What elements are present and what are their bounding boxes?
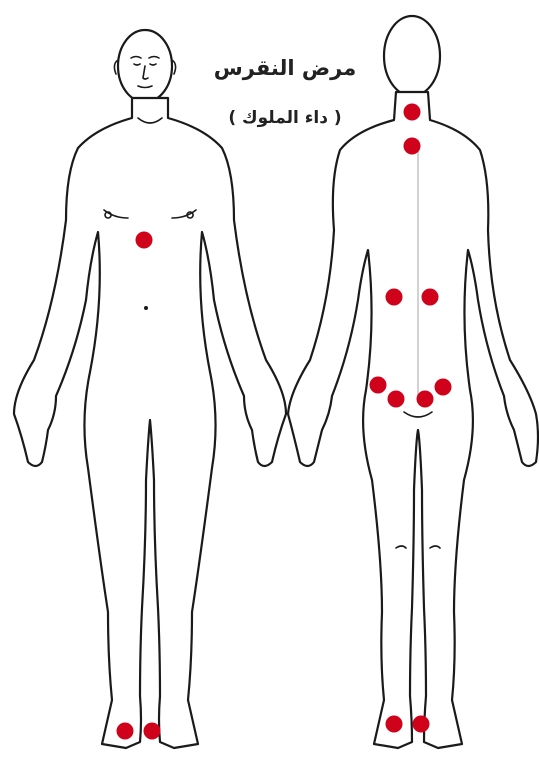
front-body-figure <box>14 30 286 748</box>
marker-lower-back-left <box>386 289 403 306</box>
marker-hip-outer-right <box>435 379 452 396</box>
diagram-subtitle: ( داء الملوك ) <box>200 108 370 128</box>
marker-lower-back-right <box>422 289 439 306</box>
marker-chest <box>136 232 153 249</box>
marker-front-right-ankle <box>117 723 134 740</box>
front-body-outline <box>14 98 286 748</box>
marker-hip-inner-left <box>388 391 405 408</box>
back-body-outline <box>288 92 538 748</box>
marker-hip-inner-right <box>417 391 434 408</box>
back-head <box>384 16 440 96</box>
marker-lower-neck <box>404 138 421 155</box>
marker-hip-outer-left <box>370 377 387 394</box>
marker-back-left-heel <box>386 716 403 733</box>
marker-back-right-heel <box>413 716 430 733</box>
diagram-title: مرض النقرس <box>200 56 370 80</box>
marker-upper-neck <box>404 104 421 121</box>
marker-front-left-ankle <box>144 723 161 740</box>
